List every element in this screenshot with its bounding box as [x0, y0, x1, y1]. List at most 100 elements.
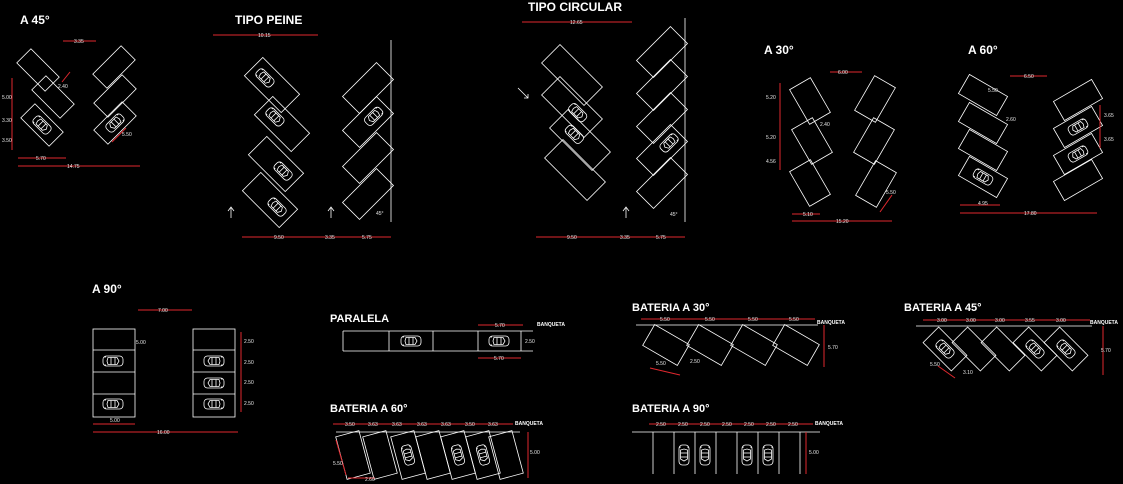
bat60-title: BATERIA A 60°: [330, 403, 408, 415]
a30-title: A 30°: [764, 43, 794, 57]
a45-left-stalls: [16, 48, 60, 92]
svg-text:5.50: 5.50: [886, 190, 896, 196]
svg-text:3.63: 3.63: [417, 422, 427, 428]
svg-text:5.75: 5.75: [656, 235, 666, 241]
svg-text:5.20: 5.20: [766, 95, 776, 101]
circular-title: TIPO CIRCULAR: [528, 0, 622, 14]
svg-text:2.50: 2.50: [656, 422, 666, 428]
svg-text:16.00: 16.00: [157, 430, 170, 436]
svg-text:2.50: 2.50: [244, 360, 254, 366]
svg-text:9.50: 9.50: [567, 235, 577, 241]
svg-text:5.00: 5.00: [530, 450, 540, 456]
svg-text:5.00: 5.00: [110, 418, 120, 424]
svg-text:3.65: 3.65: [1104, 113, 1114, 119]
a60-section: A 60° 6.50 5.50 2.60 3.65 3.65 4.95 17.8…: [957, 43, 1114, 217]
a45-top-dim: 3.35: [74, 39, 84, 45]
a45-title: A 45°: [20, 13, 50, 27]
svg-text:3.55: 3.55: [1025, 318, 1035, 324]
svg-text:5.50: 5.50: [705, 317, 715, 323]
svg-text:BANQUETA: BANQUETA: [515, 421, 543, 427]
svg-text:5.70: 5.70: [828, 345, 838, 351]
a60-title: A 60°: [968, 43, 998, 57]
svg-text:2.50: 2.50: [766, 422, 776, 428]
svg-text:3.63: 3.63: [368, 422, 378, 428]
svg-text:3.65: 3.65: [1104, 137, 1114, 143]
svg-text:45°: 45°: [376, 211, 384, 217]
svg-text:5.70: 5.70: [36, 156, 46, 162]
bat30-title: BATERIA A 30°: [632, 302, 710, 314]
svg-text:5.00: 5.00: [809, 450, 819, 456]
paralela-section: PARALELA 5.70 BANQUETA 2.50 5.70: [330, 313, 565, 362]
svg-text:2.50: 2.50: [700, 422, 710, 428]
bat45-title: BATERIA A 45°: [904, 302, 982, 314]
svg-text:2.50: 2.50: [788, 422, 798, 428]
svg-text:3.10: 3.10: [963, 370, 973, 376]
svg-text:3.50: 3.50: [465, 422, 475, 428]
svg-text:2.50: 2.50: [244, 401, 254, 407]
svg-text:2.50: 2.50: [244, 339, 254, 345]
paralela-title: PARALELA: [330, 313, 389, 325]
svg-text:3.00: 3.00: [1056, 318, 1066, 324]
peine-section: TIPO PEINE 10.15 45° 9.50 3.35 5.75: [213, 13, 395, 241]
svg-text:4.56: 4.56: [766, 159, 776, 165]
svg-text:5.00: 5.00: [136, 340, 146, 346]
svg-text:2.50: 2.50: [744, 422, 754, 428]
svg-text:2.50: 2.50: [525, 339, 535, 345]
svg-text:3.63: 3.63: [441, 422, 451, 428]
a45-section: A 45° 3.35 2.40 5.50 5.00 3.30 3.50: [2, 13, 140, 170]
bateria45-section: BATERIA A 45° 3.00 3.00 3.00 3.55 3.00 B…: [904, 302, 1118, 379]
svg-text:2.50: 2.50: [678, 422, 688, 428]
svg-text:15.20: 15.20: [836, 219, 849, 225]
svg-text:2.40: 2.40: [58, 84, 68, 90]
svg-text:2.50: 2.50: [244, 380, 254, 386]
svg-text:3.00: 3.00: [937, 318, 947, 324]
svg-text:5.50: 5.50: [789, 317, 799, 323]
svg-text:4.95: 4.95: [978, 201, 988, 207]
svg-text:5.20: 5.20: [766, 135, 776, 141]
svg-text:2.60: 2.60: [365, 477, 375, 483]
bateria30-section: BATERIA A 30° 5.50 5.50 5.50 5.50 BANQUE…: [632, 302, 845, 376]
svg-text:5.70: 5.70: [1101, 348, 1111, 354]
svg-text:5.50: 5.50: [660, 317, 670, 323]
svg-text:2.50: 2.50: [722, 422, 732, 428]
a90-section: A 90° 7.00 5.00 2.50 2.50 2.50 2.50 5.00…: [92, 282, 254, 436]
svg-text:3.35: 3.35: [620, 235, 630, 241]
svg-text:3.00: 3.00: [995, 318, 1005, 324]
svg-text:5.50: 5.50: [333, 461, 343, 467]
svg-text:BANQUETA: BANQUETA: [817, 320, 845, 326]
svg-text:2.60: 2.60: [1006, 117, 1016, 123]
svg-text:BANQUETA: BANQUETA: [815, 421, 843, 427]
svg-text:5.50: 5.50: [122, 132, 132, 138]
svg-text:3.35: 3.35: [325, 235, 335, 241]
a45-right-stalls: [92, 45, 136, 89]
svg-text:2.40: 2.40: [820, 122, 830, 128]
svg-text:3.63: 3.63: [488, 422, 498, 428]
svg-text:5.50: 5.50: [988, 88, 998, 94]
svg-text:3.50: 3.50: [2, 138, 12, 144]
svg-text:3.30: 3.30: [2, 118, 12, 124]
svg-text:14.75: 14.75: [67, 164, 80, 170]
svg-text:3.63: 3.63: [392, 422, 402, 428]
svg-text:17.80: 17.80: [1024, 211, 1037, 217]
svg-text:5.70: 5.70: [494, 356, 504, 362]
svg-text:5.70: 5.70: [495, 323, 505, 329]
svg-text:2.50: 2.50: [690, 359, 700, 365]
bat90-title: BATERIA A 90°: [632, 403, 710, 415]
svg-text:6.00: 6.00: [838, 70, 848, 76]
svg-text:BANQUETA: BANQUETA: [537, 322, 565, 328]
circular-section: TIPO CIRCULAR 12.65 45° 9.50 3.35 5.75: [517, 0, 689, 241]
a30-section: A 30° 6.00 5.20 5.20 4.56 2.40 5.50 5.10…: [764, 43, 897, 225]
svg-text:5.00: 5.00: [2, 95, 12, 101]
svg-text:5.50: 5.50: [748, 317, 758, 323]
svg-text:3.00: 3.00: [966, 318, 976, 324]
svg-text:7.00: 7.00: [158, 308, 168, 314]
svg-text:5.50: 5.50: [656, 361, 666, 367]
svg-text:5.75: 5.75: [362, 235, 372, 241]
svg-text:BANQUETA: BANQUETA: [1090, 320, 1118, 326]
svg-text:9.50: 9.50: [274, 235, 284, 241]
svg-text:45°: 45°: [670, 212, 678, 218]
svg-text:5.10: 5.10: [803, 212, 813, 218]
svg-text:5.50: 5.50: [930, 362, 940, 368]
svg-text:3.50: 3.50: [345, 422, 355, 428]
